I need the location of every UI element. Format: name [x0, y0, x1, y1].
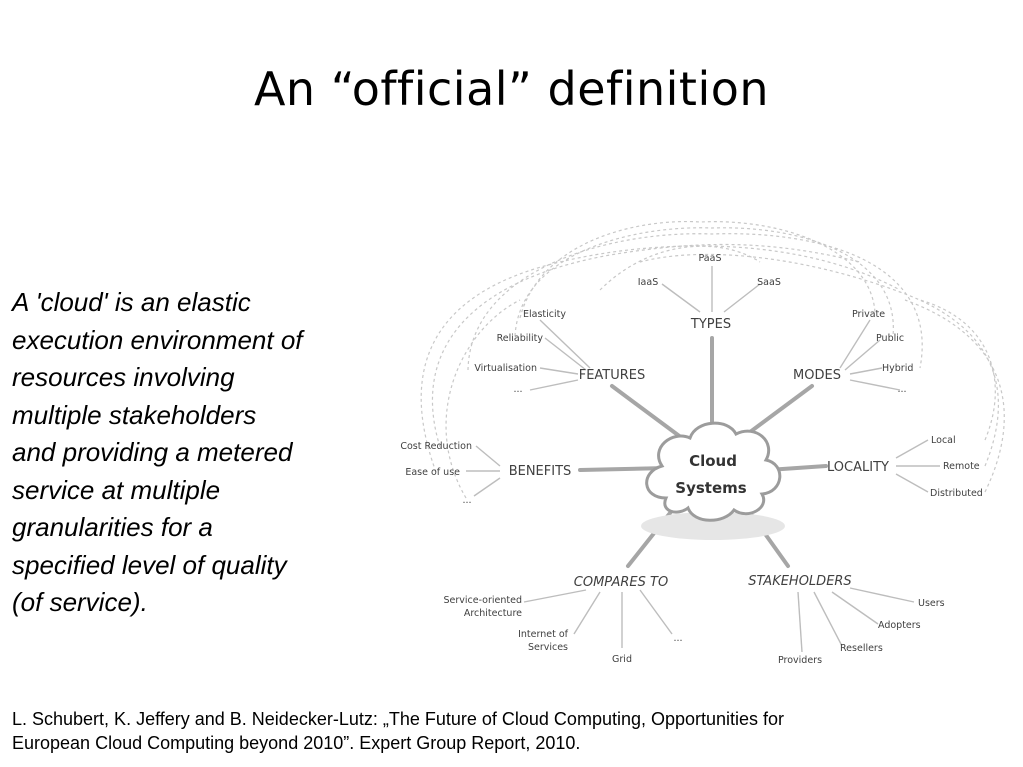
leaf-label-soa-line2: Architecture — [464, 608, 522, 619]
definition-line: service at multiple — [12, 474, 221, 505]
cloud-center-label-line1: Cloud — [689, 452, 737, 470]
definition-line: and providing a metered — [12, 437, 293, 467]
cloud-shape — [641, 421, 785, 540]
leaf-label-distributed: Distributed — [930, 488, 983, 499]
leaf-label-iaas: IaaS — [638, 277, 658, 288]
leaf-label-public: Public — [876, 333, 904, 344]
definition-line: specified level of quality — [12, 549, 287, 580]
citation-line: European Cloud Computing beyond 2010”. E… — [12, 733, 581, 753]
hub-label-compares-to: COMPARES TO — [574, 575, 668, 590]
leaf-lines — [466, 266, 940, 653]
slide-title: An “official” definition — [253, 62, 770, 116]
hub-label-modes: MODES — [793, 368, 841, 383]
leaf-label-ease-of-use: Ease of use — [405, 467, 460, 478]
leaf-label-benefits-more: ... — [462, 495, 471, 506]
leaf-label-private: Private — [852, 309, 885, 320]
leaf-label-resellers: Resellers — [840, 643, 883, 654]
leaf-label-internet-line1: Internet of — [518, 629, 569, 640]
leaf-label-internet-line2: Services — [528, 642, 568, 653]
leaf-label-soa-line1: Service-oriented — [443, 595, 522, 606]
leaf-label-reliability: Reliability — [497, 333, 544, 344]
leaf-label-providers: Providers — [778, 655, 822, 666]
definition-line: multiple stakeholders — [12, 399, 257, 430]
leaf-label-saas: SaaS — [757, 277, 781, 288]
leaf-label-compares-more: ... — [673, 633, 682, 644]
dashed-connector-arcs — [420, 220, 1005, 499]
definition-text: A 'cloud' is an elastic execution enviro… — [12, 284, 412, 622]
leaf-label-features-more: ... — [513, 384, 522, 395]
definition-line: execution environment of — [12, 324, 303, 355]
leaf-label-modes-more: ... — [897, 384, 906, 395]
leaf-label-local: Local — [931, 435, 956, 446]
hub-label-types: TYPES — [690, 317, 731, 332]
definition-line: (of service). — [12, 587, 148, 617]
definition-line: resources involving — [12, 362, 235, 392]
leaf-label-elasticity: Elasticity — [523, 309, 566, 320]
citation-line: L. Schubert, K. Jeffery and B. Neidecker… — [12, 709, 785, 729]
leaf-label-users: Users — [918, 598, 945, 609]
leaf-label-paas: PaaS — [699, 253, 722, 264]
leaf-label-cost-reduction: Cost Reduction — [400, 441, 472, 452]
leaf-label-remote: Remote — [943, 461, 980, 472]
hub-label-stakeholders: STAKEHOLDERS — [748, 574, 851, 589]
leaf-label-virtualisation: Virtualisation — [474, 363, 537, 374]
citation: L. Schubert, K. Jeffery and B. Neidecker… — [12, 707, 1017, 755]
leaf-label-grid: Grid — [612, 654, 632, 665]
hub-label-benefits: BENEFITS — [509, 464, 572, 479]
leaf-label-adopters: Adopters — [878, 620, 921, 631]
hub-label-features: FEATURES — [579, 368, 646, 383]
cloud-center-label-line2: Systems — [675, 479, 746, 497]
leaf-label-hybrid: Hybrid — [882, 363, 913, 374]
definition-line: A 'cloud' is an elastic — [12, 287, 251, 317]
definition-line: granularities for a — [12, 512, 213, 542]
hub-label-locality: LOCALITY — [827, 460, 889, 475]
